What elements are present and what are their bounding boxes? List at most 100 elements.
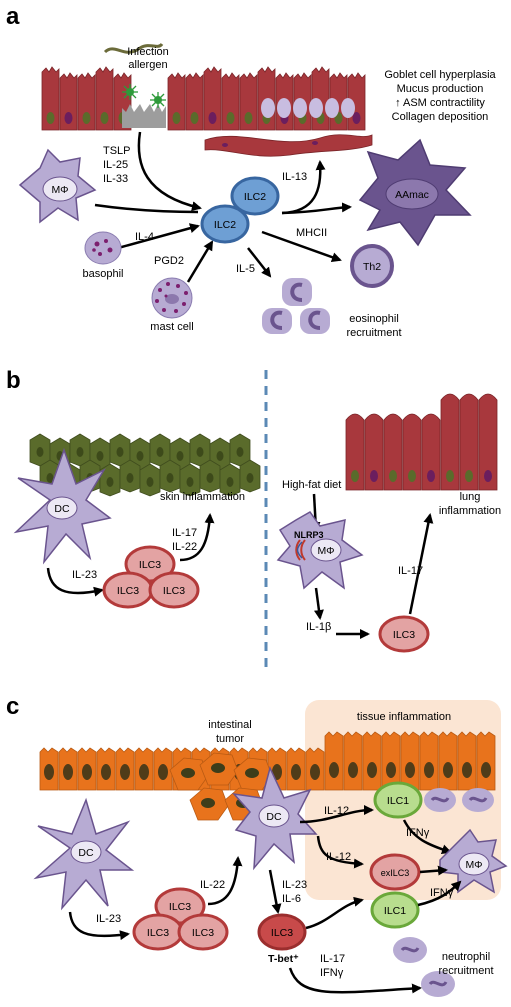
nucleus bbox=[116, 447, 124, 457]
th2-label: Th2 bbox=[363, 261, 381, 273]
lung-epithelial-cell bbox=[402, 413, 422, 491]
arrow-ilc1-mac bbox=[417, 880, 462, 907]
ilc2-top-label: ILC2 bbox=[244, 191, 266, 203]
arrow-neutrophil bbox=[288, 967, 422, 994]
intestinal-cell bbox=[457, 731, 477, 791]
nucleus bbox=[76, 447, 84, 457]
ilc3-lung-label: ILC3 bbox=[393, 629, 415, 641]
nucleus bbox=[424, 762, 434, 778]
ilc1-top bbox=[373, 781, 423, 819]
eosinophils bbox=[262, 278, 330, 334]
goblet-cell bbox=[293, 98, 307, 118]
arrow-il12-exilc3 bbox=[316, 835, 364, 869]
ilc1-bottom bbox=[370, 891, 420, 929]
nucleus bbox=[226, 112, 235, 124]
arrow-il4 bbox=[117, 223, 200, 250]
arrow-mac-ilc2 bbox=[94, 203, 199, 214]
arrow-il22-c bbox=[207, 856, 243, 906]
panel-c-letter: c bbox=[6, 693, 19, 720]
nucleus bbox=[206, 473, 214, 483]
nucleus bbox=[146, 477, 154, 487]
infection-label: Infection bbox=[127, 46, 169, 58]
nucleus bbox=[166, 473, 174, 483]
il5-label: IL-5 bbox=[236, 263, 255, 275]
lung-epithelial-cell bbox=[459, 393, 479, 491]
cytokine-il33: IL-33 bbox=[103, 173, 128, 185]
il23-c-label: IL-23 bbox=[96, 913, 121, 925]
goblet-cell bbox=[325, 98, 339, 118]
exilc3-cell bbox=[369, 853, 421, 891]
nucleus bbox=[386, 762, 396, 778]
ilc3-c-label-3: ILC3 bbox=[192, 927, 214, 939]
mhcii-label: MHCII bbox=[296, 227, 327, 239]
lung-epithelial-cell bbox=[364, 413, 384, 491]
nucleus bbox=[427, 470, 435, 482]
nucleus bbox=[216, 451, 224, 461]
nucleus bbox=[481, 762, 491, 778]
ilc3-label-1: ILC3 bbox=[139, 559, 161, 571]
intestinal-cell bbox=[324, 731, 344, 791]
nucleus bbox=[370, 470, 378, 482]
nucleus bbox=[211, 763, 225, 773]
ilc3-tbet-label: ILC3 bbox=[271, 927, 293, 939]
panel-b-letter: b bbox=[6, 367, 21, 394]
effect-mucus: Mucus production bbox=[397, 83, 484, 95]
nucleus bbox=[446, 470, 454, 482]
dc-c-label: DC bbox=[78, 847, 94, 859]
lung-epithelial-cell bbox=[383, 413, 403, 491]
tbet-label: T-bet⁺ bbox=[268, 953, 299, 965]
ilc3-tbet bbox=[257, 913, 307, 951]
nucleus bbox=[36, 447, 44, 457]
nucleus bbox=[405, 762, 415, 778]
nucleus bbox=[46, 112, 55, 124]
ilc2-cell-main bbox=[200, 204, 250, 244]
arrow-il23 bbox=[46, 567, 104, 597]
nucleus bbox=[82, 764, 92, 780]
skin-epithelium bbox=[29, 433, 261, 497]
panel-a: a Infection bbox=[6, 3, 497, 339]
arrow-ilc3-exilc3 bbox=[305, 896, 364, 930]
nucleus bbox=[190, 112, 199, 124]
ilc3-lung bbox=[378, 615, 430, 653]
macrophage-c-label: MΦ bbox=[465, 859, 482, 871]
basophil-label: basophil bbox=[83, 268, 124, 280]
nucleus bbox=[172, 112, 181, 124]
effect-collagen: Collagen deposition bbox=[392, 111, 489, 123]
goblet-cell bbox=[341, 98, 355, 118]
allergen-label: allergen bbox=[128, 59, 167, 71]
nucleus bbox=[120, 764, 130, 780]
arrow-il13-aamac bbox=[281, 202, 352, 215]
effect-goblet: Goblet cell hyperplasia bbox=[384, 69, 496, 81]
il6-label: IL-6 bbox=[282, 893, 301, 905]
intestinal-cell bbox=[476, 731, 496, 791]
arrow-il23-il6 bbox=[268, 869, 282, 914]
mast-cell-label: mast cell bbox=[150, 321, 193, 333]
nucleus bbox=[208, 112, 217, 124]
ilc3-cluster-c: ILC3 ILC3 ILC3 bbox=[132, 887, 229, 951]
cytokine-il25: IL-25 bbox=[103, 159, 128, 171]
nucleus bbox=[367, 762, 377, 778]
ilc3-label-3: ILC3 bbox=[163, 585, 185, 597]
goblet-cell bbox=[261, 98, 275, 118]
neutrophils-recruited bbox=[393, 937, 455, 997]
arrow-mhcii bbox=[261, 230, 342, 263]
nucleus bbox=[96, 451, 104, 461]
ilc1-bottom-label: ILC1 bbox=[384, 905, 406, 917]
arrow-il12-ilc1 bbox=[299, 805, 374, 824]
nucleus bbox=[176, 451, 184, 461]
arrow-il13-epithelium bbox=[281, 160, 326, 215]
lung-epithelial-cell bbox=[421, 413, 441, 491]
nucleus bbox=[106, 477, 114, 487]
nucleus bbox=[156, 447, 164, 457]
epithelial-cell bbox=[185, 72, 204, 131]
intestinal-cell bbox=[362, 731, 382, 791]
nucleus bbox=[462, 762, 472, 778]
nucleus bbox=[246, 473, 254, 483]
nucleus bbox=[329, 762, 339, 778]
nucleus bbox=[46, 473, 54, 483]
nlrp3-label: NLRP3 bbox=[294, 530, 324, 540]
nucleus bbox=[484, 470, 492, 482]
high-fat-label: High-fat diet bbox=[282, 479, 341, 491]
nucleus bbox=[236, 447, 244, 457]
damaged-epithelium bbox=[122, 104, 166, 128]
